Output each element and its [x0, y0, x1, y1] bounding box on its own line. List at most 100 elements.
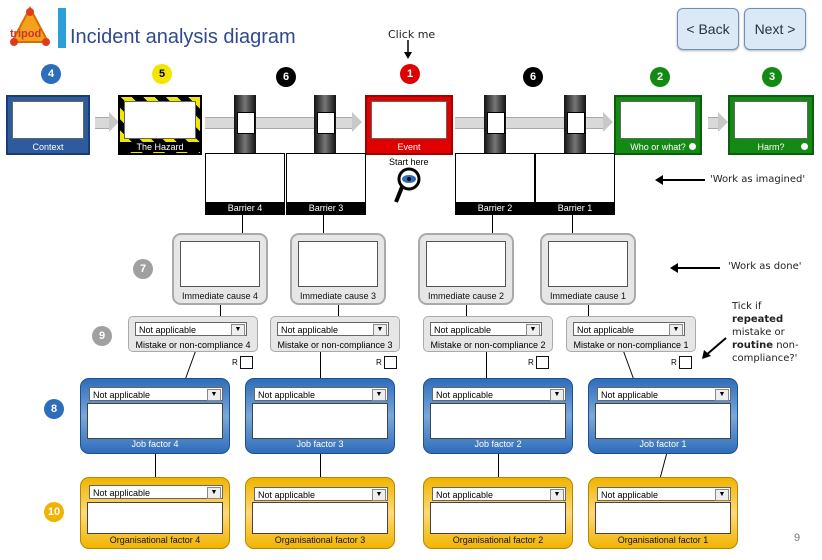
mistake-select-3[interactable]: Not applicable ▼ [277, 322, 389, 336]
barrier-box-1[interactable]: Barrier 1 [535, 153, 615, 215]
connector [338, 305, 339, 316]
connector [323, 213, 324, 233]
select-value: Not applicable [601, 490, 659, 500]
job-factor-text-4[interactable] [87, 403, 223, 439]
connector [588, 305, 589, 316]
job-factor-text-1[interactable] [595, 403, 731, 439]
connector [659, 454, 668, 477]
select-value: Not applicable [93, 390, 151, 400]
title-accent-bar [58, 8, 66, 48]
dropdown-arrow-icon[interactable]: ▼ [715, 489, 729, 501]
harm-box[interactable]: Harm? [728, 95, 814, 155]
left-arrow-icon [655, 175, 705, 185]
organisational-factor-2: Not applicable▼ Organisational factor 2 [423, 477, 573, 549]
select-value: Not applicable [281, 325, 339, 335]
repeated-label: R [528, 358, 534, 367]
org-factor-text-2[interactable] [430, 502, 566, 534]
step-number-5: 5 [152, 64, 172, 84]
mistake-label: Mistake or non-compliance 3 [277, 340, 393, 350]
flow-arrowhead [109, 112, 119, 132]
org-factor-select-2[interactable]: Not applicable▼ [432, 487, 566, 501]
step-number-7: 7 [133, 259, 153, 279]
mistake-label: Mistake or non-compliance 1 [573, 340, 689, 350]
connector [320, 352, 321, 378]
context-box[interactable]: Context [6, 95, 90, 155]
job-factor-select-2[interactable]: Not applicable ▼ [432, 387, 566, 401]
repeated-checkbox-3[interactable] [384, 356, 397, 369]
barrier-window-4 [237, 112, 255, 134]
job-factor-label: Job factor 4 [131, 439, 179, 449]
immediate-cause-4[interactable]: Immediate cause 4 [172, 233, 268, 305]
pointer-arrow-icon [702, 337, 727, 359]
back-button[interactable]: < Back [677, 8, 739, 50]
org-factor-text-4[interactable] [87, 502, 223, 534]
dropdown-arrow-icon[interactable]: ▼ [207, 389, 221, 401]
immediate-cause-label: Immediate cause 4 [181, 291, 259, 301]
repeated-checkbox-4[interactable] [240, 356, 253, 369]
select-value: Not applicable [258, 390, 316, 400]
who-or-what-box[interactable]: Who or what? [614, 95, 702, 155]
next-button[interactable]: Next > [744, 8, 806, 50]
step-number-3: 3 [762, 67, 782, 87]
dropdown-arrow-icon[interactable]: ▼ [550, 489, 564, 501]
step-number-8: 8 [44, 399, 64, 419]
dropdown-arrow-icon[interactable]: ▼ [207, 487, 221, 499]
dropdown-arrow-icon[interactable]: ▼ [372, 489, 386, 501]
job-factor-text-3[interactable] [252, 403, 388, 439]
left-arrow-icon [670, 263, 720, 273]
job-factor-label: Job factor 2 [474, 439, 522, 449]
barrier-window-1 [567, 112, 585, 134]
job-factor-select-1[interactable]: Not applicable▼ [597, 387, 731, 401]
click-me-hint: Click me [388, 28, 436, 41]
immediate-cause-1[interactable]: Immediate cause 1 [540, 233, 636, 305]
dropdown-arrow-icon[interactable]: ▼ [669, 324, 683, 336]
mistake-label: Mistake or non-compliance 4 [135, 340, 251, 350]
connector [498, 454, 499, 477]
connector [486, 352, 487, 378]
org-factor-text-3[interactable] [252, 502, 388, 534]
dropdown-arrow-icon[interactable]: ▼ [550, 389, 564, 401]
magnifier-eye-icon[interactable] [393, 166, 423, 206]
connector [220, 305, 221, 316]
connector [155, 454, 156, 477]
select-value: Not applicable [436, 390, 494, 400]
radio-dot-icon[interactable] [801, 143, 808, 150]
logo-text: tripod [10, 28, 42, 40]
connector [242, 213, 243, 233]
dropdown-arrow-icon[interactable]: ▼ [231, 324, 245, 336]
barrier-box-2[interactable]: Barrier 2 [455, 153, 535, 215]
job-factor-label: Job factor 1 [639, 439, 687, 449]
org-factor-select-1[interactable]: Not applicable ▼ [597, 487, 731, 501]
barrier-box-4[interactable]: Barrier 4 [205, 153, 285, 215]
immediate-cause-3[interactable]: Immediate cause 3 [290, 233, 386, 305]
org-factor-select-4[interactable]: Not applicable▼ [89, 485, 223, 499]
radio-dot-icon[interactable] [689, 143, 696, 150]
dropdown-arrow-icon[interactable]: ▼ [715, 389, 729, 401]
repeated-checkbox-1[interactable] [679, 356, 692, 369]
event-box[interactable]: Event [365, 95, 453, 155]
barrier-box-3[interactable]: Barrier 3 [286, 153, 366, 215]
flow-arrowhead [718, 112, 728, 132]
immediate-cause-2[interactable]: Immediate cause 2 [418, 233, 514, 305]
dropdown-arrow-icon[interactable]: ▼ [526, 324, 540, 336]
repeated-checkbox-2[interactable] [536, 356, 549, 369]
hazard-box[interactable]: The Hazard [118, 95, 202, 155]
step-number-6-left: 6 [276, 67, 296, 87]
barrier-label: Barrier 4 [206, 202, 284, 214]
dropdown-arrow-icon[interactable]: ▼ [373, 324, 387, 336]
org-factor-label: Organisational factor 1 [617, 535, 709, 545]
connector [572, 213, 573, 233]
org-factor-select-3[interactable]: Not applicable▼ [254, 487, 388, 501]
dropdown-arrow-icon[interactable]: ▼ [372, 389, 386, 401]
mistake-select-4[interactable]: Not applicable▼ [135, 322, 247, 336]
job-factor-select-3[interactable]: Not applicable ▼ [254, 387, 388, 401]
org-factor-text-1[interactable] [595, 502, 731, 534]
job-factor-select-4[interactable]: Not applicable ▼ [89, 387, 223, 401]
step-number-2: 2 [650, 67, 670, 87]
connector [466, 305, 467, 316]
mistake-select-2[interactable]: Not applicable▼ [430, 322, 542, 336]
job-factor-text-2[interactable] [430, 403, 566, 439]
mistake-select-1[interactable]: Not applicable▼ [573, 322, 685, 336]
job-factor-3: Not applicable▼ Job factor 3 [245, 378, 395, 454]
flow-arrowhead [603, 112, 613, 132]
